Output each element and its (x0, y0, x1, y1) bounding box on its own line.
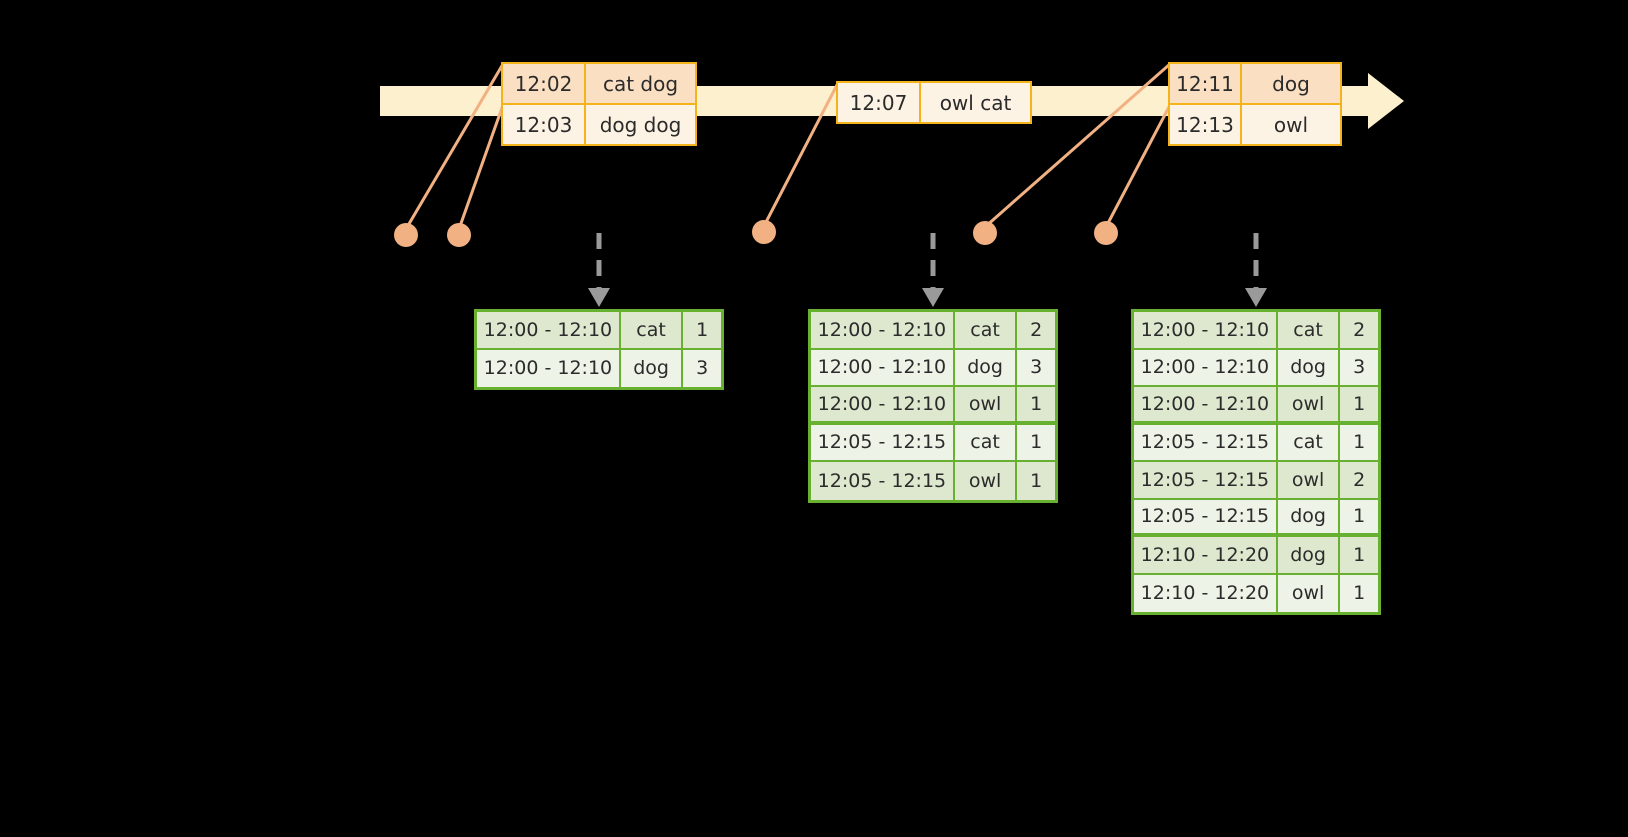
word-key-cell: owl (955, 387, 1018, 421)
window-range-cell: 12:00 - 12:10 (811, 349, 955, 385)
connector-line-5 (1104, 104, 1172, 228)
word-key-cell: cat (1278, 424, 1341, 460)
word-key-cell: dog (955, 349, 1018, 385)
window-range-cell: 12:05 - 12:15 (1134, 462, 1278, 498)
word-key-cell: owl (1278, 462, 1341, 498)
window-range-cell: 12:00 - 12:10 (1134, 312, 1278, 348)
connector-line-2 (457, 104, 505, 230)
window-range-cell: 12:00 - 12:10 (1134, 387, 1278, 421)
count-cell: 1 (1353, 543, 1366, 566)
window-range-cell: 12:00 - 12:10 (811, 312, 955, 348)
event-time: 12:13 (1170, 105, 1242, 144)
window-range-cell: 12:05 - 12:15 (811, 462, 955, 500)
count-cell: 1 (696, 318, 709, 341)
word-key-cell: dog (621, 349, 684, 387)
count-cell: 1 (1353, 505, 1366, 528)
dashed-arrow-1-head (588, 288, 610, 307)
event-time: 12:02 (503, 64, 586, 103)
event-time: 12:03 (503, 105, 586, 144)
event-payload: dog dog (599, 112, 682, 137)
event-row: 12:07 owl cat (838, 83, 1030, 122)
count-cell: 1 (1353, 392, 1366, 415)
event-time: 12:11 (1170, 64, 1242, 103)
event-time: 12:07 (838, 83, 921, 122)
event-payload: cat dog (602, 71, 679, 96)
word-key-cell: cat (955, 312, 1018, 348)
event-payload: owl (1273, 112, 1309, 137)
window-range-cell: 12:00 - 12:10 (811, 387, 955, 421)
count-cell: 1 (1030, 469, 1043, 492)
count-cell: 1 (1353, 431, 1366, 454)
event-row: 12:13 owl (1170, 103, 1340, 144)
event-marker-3 (752, 220, 776, 244)
window-range-cell: 12:00 - 12:10 (1134, 349, 1278, 385)
word-key-cell: dog (1278, 499, 1341, 533)
window-range-cell: 12:10 - 12:20 (1134, 574, 1278, 612)
window-range-cell: 12:10 - 12:20 (1134, 537, 1278, 573)
timeline-arrow-head (1368, 73, 1404, 129)
event-marker-4 (973, 221, 997, 245)
window-range-cell: 12:05 - 12:15 (1134, 424, 1278, 460)
event-box-1: 12:02 cat dog 12:03 dog dog (501, 62, 697, 146)
count-cell: 1 (1030, 392, 1043, 415)
event-marker-1 (394, 223, 418, 247)
count-cell: 1 (1030, 431, 1043, 454)
event-row: 12:11 dog (1170, 64, 1340, 103)
count-cell: 2 (1030, 318, 1043, 341)
word-key-cell: cat (955, 424, 1018, 460)
word-key-cell: owl (1278, 574, 1341, 612)
count-cell: 3 (1030, 356, 1043, 379)
word-key-cell: owl (1278, 387, 1341, 421)
count-cell: 1 (1353, 582, 1366, 605)
word-key-cell: cat (621, 312, 684, 348)
event-marker-2 (447, 223, 471, 247)
window-range-cell: 12:00 - 12:10 (477, 349, 621, 387)
event-payload: owl cat (939, 90, 1012, 115)
window-range-cell: 12:00 - 12:10 (477, 312, 621, 348)
dashed-arrow-2-head (922, 288, 944, 307)
count-cell: 2 (1353, 468, 1366, 491)
event-marker-5 (1094, 221, 1118, 245)
event-row: 12:02 cat dog (503, 64, 695, 103)
window-range-cell: 12:05 - 12:15 (811, 424, 955, 460)
count-cell: 2 (1353, 318, 1366, 341)
word-key-cell: dog (1278, 349, 1341, 385)
event-box-2: 12:07 owl cat (836, 81, 1032, 124)
word-key-cell: dog (1278, 537, 1341, 573)
event-row: 12:03 dog dog (503, 103, 695, 144)
event-box-3: 12:11 dog 12:13 owl (1168, 62, 1342, 146)
count-cell: 3 (1353, 356, 1366, 379)
event-payload: dog (1272, 71, 1310, 96)
count-cell: 3 (696, 357, 709, 380)
word-key-cell: owl (955, 462, 1018, 500)
word-key-cell: cat (1278, 312, 1341, 348)
window-range-cell: 12:05 - 12:15 (1134, 499, 1278, 533)
dashed-arrow-3-head (1245, 288, 1267, 307)
